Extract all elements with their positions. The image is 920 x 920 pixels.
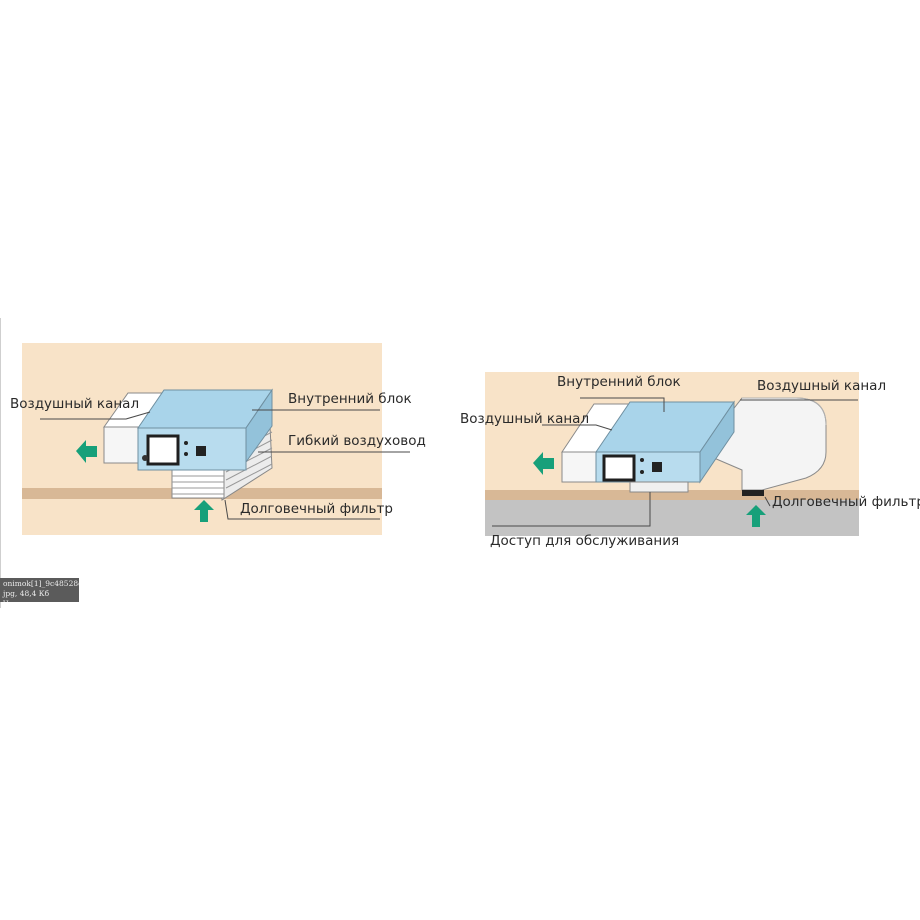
airflow-arrow-left-icon bbox=[76, 440, 97, 463]
thumbnail-caption-extra: Ч bbox=[3, 599, 79, 602]
thumbnail-caption-size: jpg, 48,4 Кб bbox=[3, 589, 50, 598]
left-label-indoor-unit: Внутренний блок bbox=[288, 391, 412, 407]
right-label-service-access: Доступ для обслуживания bbox=[490, 533, 679, 549]
right-filter-block bbox=[742, 490, 764, 496]
thumbnail-caption-filename: onimok[1]_9c48528c[1] bbox=[3, 579, 79, 588]
right-diagram: Внутренний блок Воздушный канал Воздушны… bbox=[460, 372, 920, 549]
airflow-arrow-up-icon bbox=[746, 505, 766, 527]
left-label-air-duct: Воздушный канал bbox=[10, 396, 139, 412]
left-edge-line bbox=[0, 318, 1, 608]
right-service-hatch bbox=[629, 481, 689, 493]
right-ceiling-band bbox=[485, 490, 859, 500]
airflow-arrow-up-icon bbox=[194, 500, 214, 522]
left-diagram: Воздушный канал Внутренний блок Гибкий в… bbox=[10, 343, 426, 535]
right-indoor-unit bbox=[595, 400, 735, 493]
left-unit-panel-icon bbox=[146, 434, 180, 466]
right-unit-port-icon bbox=[652, 462, 662, 472]
left-label-filter: Долговечный фильтр bbox=[240, 501, 393, 517]
right-floor-area bbox=[485, 500, 859, 536]
right-label-filter: Долговечный фильтр bbox=[772, 494, 920, 510]
airflow-arrow-left-icon bbox=[533, 452, 554, 475]
left-unit-port-icon bbox=[196, 446, 206, 456]
right-label-air-duct-right: Воздушный канал bbox=[757, 378, 886, 394]
right-label-air-duct-left: Воздушный канал bbox=[460, 411, 589, 427]
left-label-flexible-duct: Гибкий воздуховод bbox=[288, 433, 426, 449]
left-indoor-unit bbox=[137, 388, 273, 471]
thumbnail-caption: onimok[1]_9c48528c[1] jpg, 48,4 Кб Ч bbox=[0, 578, 79, 602]
right-label-indoor-unit: Внутренний блок bbox=[557, 374, 681, 390]
right-unit-panel-icon bbox=[602, 454, 636, 482]
